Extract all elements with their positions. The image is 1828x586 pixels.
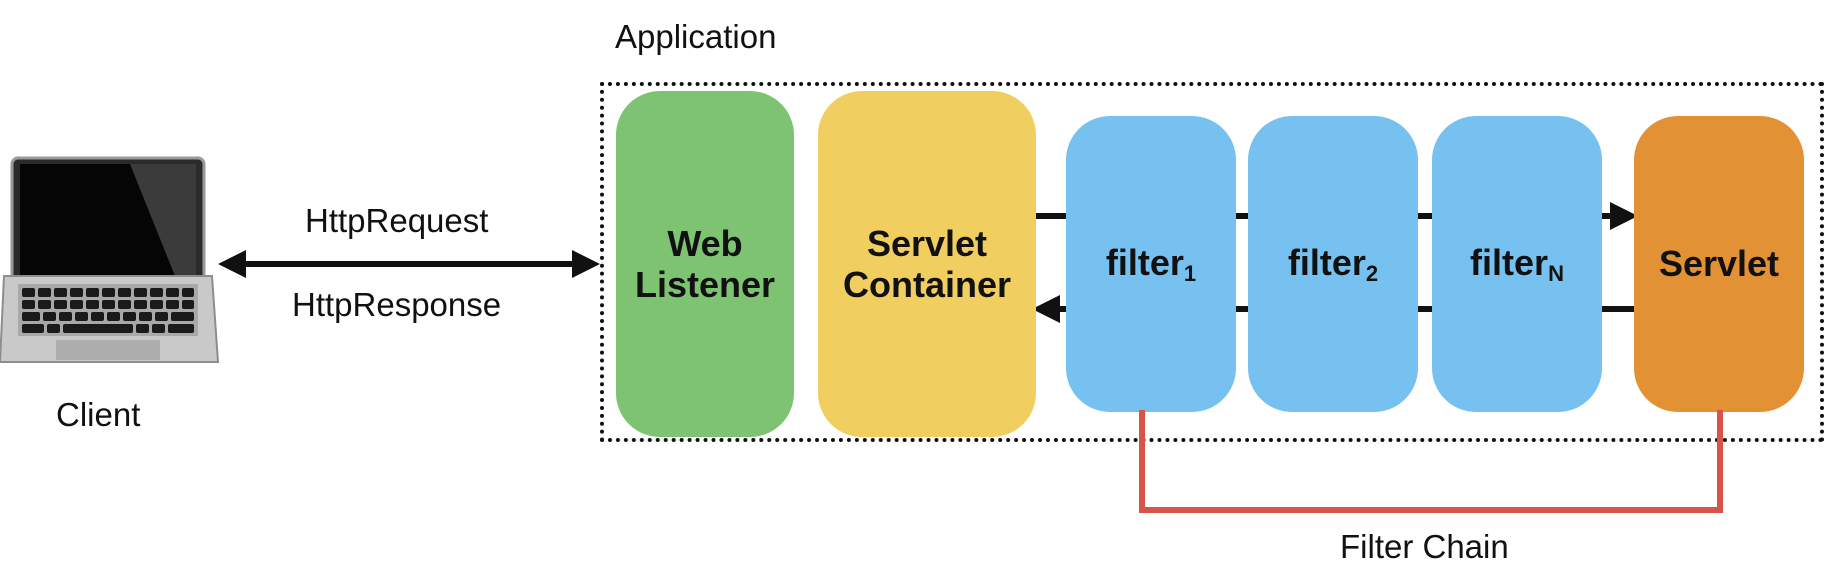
servlet-container-line1: Servlet xyxy=(866,222,988,264)
filter-2-box: filter2 xyxy=(1248,116,1418,412)
servlet-container-line2: Container xyxy=(842,264,1011,305)
filter-chain-bracket xyxy=(1139,410,1723,513)
http-response-label: HttpResponse xyxy=(292,286,502,323)
application-title: Application xyxy=(615,18,777,55)
laptop-icon xyxy=(0,156,220,363)
filter-2-subscript: 2 xyxy=(1365,260,1379,286)
web-listener-line2: Listener xyxy=(634,264,776,305)
request-response-arrow xyxy=(218,250,600,278)
filter-n-subscript: N xyxy=(1548,260,1564,286)
filter-chain-label: Filter Chain xyxy=(1340,528,1509,565)
filter-n-box: filterN xyxy=(1432,116,1602,412)
filter-2-label: filter xyxy=(1287,241,1366,283)
http-request-label: HttpRequest xyxy=(305,202,489,239)
filter-1-label: filter xyxy=(1105,241,1184,283)
application-boundary xyxy=(600,82,1824,442)
web-listener-line1: Web xyxy=(667,222,743,264)
filter-1-subscript: 1 xyxy=(1183,260,1197,286)
filter-1-box: filter1 xyxy=(1066,116,1236,412)
servlet-label: Servlet xyxy=(1658,243,1780,285)
servlet-box: Servlet xyxy=(1634,116,1804,412)
client-label: Client xyxy=(56,396,141,433)
filter-n-label: filter xyxy=(1470,241,1549,283)
